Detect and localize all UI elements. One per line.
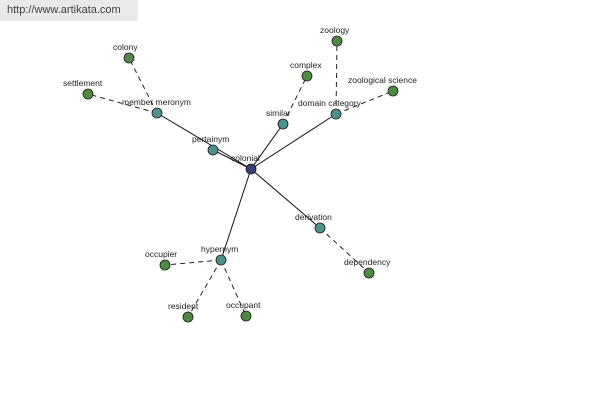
node-derivation[interactable] [314,222,326,234]
node-occupier[interactable] [159,259,171,271]
node-label-member-meronym: member meronym [122,97,191,107]
node-label-settlement: settlement [63,78,103,88]
node-label-zoology: zoology [320,25,350,35]
node-label-colony: colony [113,42,138,52]
node-label-resident: resident [168,301,199,311]
edge-hypernym-resident [187,259,222,318]
edge-domain-category-zoological-science [335,90,394,115]
node-label-domain-category: domain category [298,98,362,108]
node-label-occupier: occupier [145,249,177,259]
node-label-complex: complex [290,60,322,70]
node-dependency[interactable] [363,267,375,279]
edge-colonial-pertainym [212,149,252,170]
node-settlement[interactable] [82,88,94,100]
node-pertainym[interactable] [207,144,219,156]
edge-colonial-member-meronym [156,112,252,170]
edge-derivation-dependency [319,227,370,274]
node-resident[interactable] [182,311,194,323]
edge-hypernym-occupant [220,259,247,317]
node-label-hypernym: hypernym [201,244,238,254]
node-label-occupant: occupant [226,300,261,310]
node-zoological-science[interactable] [387,85,399,97]
edge-colonial-similar [250,123,284,170]
node-colonial[interactable] [245,163,257,175]
node-label-colonial: colonial [231,153,260,163]
node-label-pertainym: pertainym [192,134,229,144]
edge-member-meronym-settlement [87,93,158,114]
node-colony[interactable] [123,52,135,64]
node-label-derivation: derivation [295,212,332,222]
node-similar[interactable] [277,118,289,130]
node-member-meronym[interactable] [151,107,163,119]
edges-layer [87,40,394,318]
node-label-dependency: dependency [344,257,391,267]
node-complex[interactable] [301,70,313,82]
node-occupant[interactable] [240,310,252,322]
node-hypernym[interactable] [215,254,227,266]
labels-layer: colonial member meronym pertainym simila… [63,25,417,311]
edge-colonial-derivation [250,168,321,229]
node-zoology[interactable] [331,35,343,47]
edge-colonial-domain-category [250,113,337,170]
edge-member-meronym-colony [128,57,158,114]
nodes-layer [82,35,399,323]
edge-domain-category-zoology [335,40,338,115]
site-watermark: http://www.artikata.com [0,0,138,21]
node-label-zoological-science: zoological science [348,75,417,85]
node-label-similar: similar [266,108,291,118]
edge-colonial-hypernym [220,168,252,261]
edge-hypernym-occupier [164,259,222,266]
node-domain-category[interactable] [330,108,342,120]
